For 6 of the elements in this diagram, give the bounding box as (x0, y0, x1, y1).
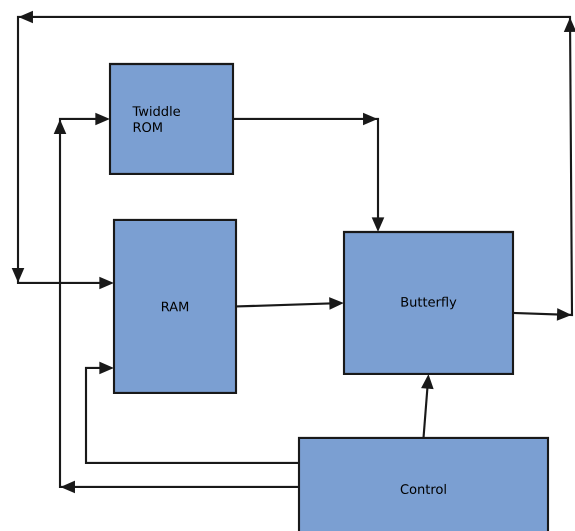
arrow (84, 362, 299, 464)
process-box: Control (298, 436, 550, 531)
arrow (54, 112, 299, 494)
process-box: Twiddle ROM (108, 62, 234, 176)
process-box: Butterfly (342, 230, 514, 376)
process-box: RAM (112, 218, 238, 394)
